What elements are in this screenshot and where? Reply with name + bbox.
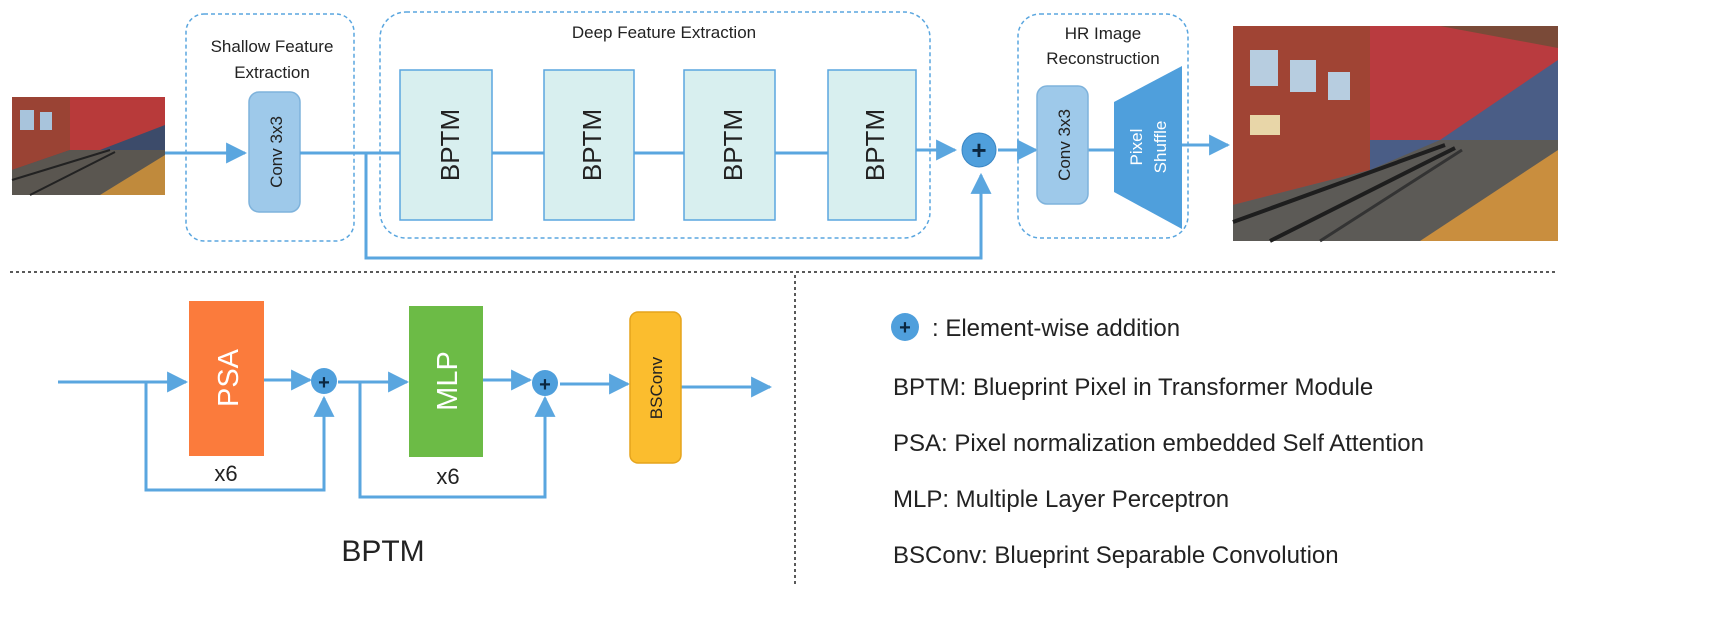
psa-label: PSA <box>213 348 245 407</box>
output-hr-image <box>1232 26 1558 243</box>
legend-plus-icon <box>891 313 919 341</box>
mlp-block <box>409 306 483 457</box>
legend-item: MLP: Multiple Layer Perceptron <box>893 486 1229 513</box>
bptm-block-label: BPTM <box>860 109 890 181</box>
element-wise-addition-node <box>961 132 997 168</box>
bsconv-label: BSConv <box>647 356 666 419</box>
hr-reconstruction-group <box>1017 13 1189 239</box>
bptm-block: BPTM <box>683 69 776 221</box>
mlp-addition-node <box>532 370 558 396</box>
mlp-repeat-label: x6 <box>436 464 459 489</box>
bptm-detail-arrows <box>58 369 773 499</box>
psa-repeat-label: x6 <box>214 461 237 486</box>
top-flow-arrows <box>165 134 1231 260</box>
psa-block <box>189 301 264 456</box>
shallow-group-label-line1: Shallow Feature <box>211 37 334 56</box>
bptm-caption: BPTM <box>341 535 424 568</box>
bptm-block: BPTM <box>543 69 635 221</box>
conv-3x3-label: Conv 3x3 <box>267 116 286 188</box>
plus-symbol: + <box>539 374 551 396</box>
hr-group-label-line2: Reconstruction <box>1046 49 1159 68</box>
bptm-block-label: BPTM <box>577 109 607 181</box>
legend-item: BSConv: Blueprint Separable Convolution <box>893 542 1339 569</box>
shallow-feature-group <box>185 13 355 242</box>
pixel-shuffle-label-line1: Pixel <box>1127 129 1146 166</box>
pixel-shuffle-label-line2: Shuffle <box>1151 121 1170 174</box>
hr-group-label-line1: HR Image <box>1065 24 1142 43</box>
bptm-block-label: BPTM <box>718 109 748 181</box>
bptm-block: BPTM <box>399 69 493 221</box>
bptm-block: BPTM <box>827 69 917 221</box>
plus-symbol: + <box>971 135 986 165</box>
deep-feature-group <box>379 11 931 239</box>
hr-conv-3x3-block <box>1036 85 1089 205</box>
input-lr-image <box>11 97 165 196</box>
mlp-label: MLP <box>432 351 464 411</box>
shallow-group-label-line2: Extraction <box>234 63 310 82</box>
legend-item: : Element-wise addition <box>932 315 1180 342</box>
psa-addition-node <box>311 368 337 394</box>
legend-item: BPTM: Blueprint Pixel in Transformer Mod… <box>893 374 1373 401</box>
hr-conv-3x3-label: Conv 3x3 <box>1055 109 1074 181</box>
legend: + : Element-wise addition BPTM: Blueprin… <box>891 313 1424 569</box>
deep-group-label: Deep Feature Extraction <box>572 23 756 42</box>
plus-symbol: + <box>899 317 911 339</box>
bptm-block-label: BPTM <box>435 109 465 181</box>
bsconv-block <box>629 311 682 464</box>
pixel-shuffle-block <box>1114 66 1182 229</box>
plus-symbol: + <box>318 372 330 394</box>
legend-item: PSA: Pixel normalization embedded Self A… <box>893 430 1424 457</box>
